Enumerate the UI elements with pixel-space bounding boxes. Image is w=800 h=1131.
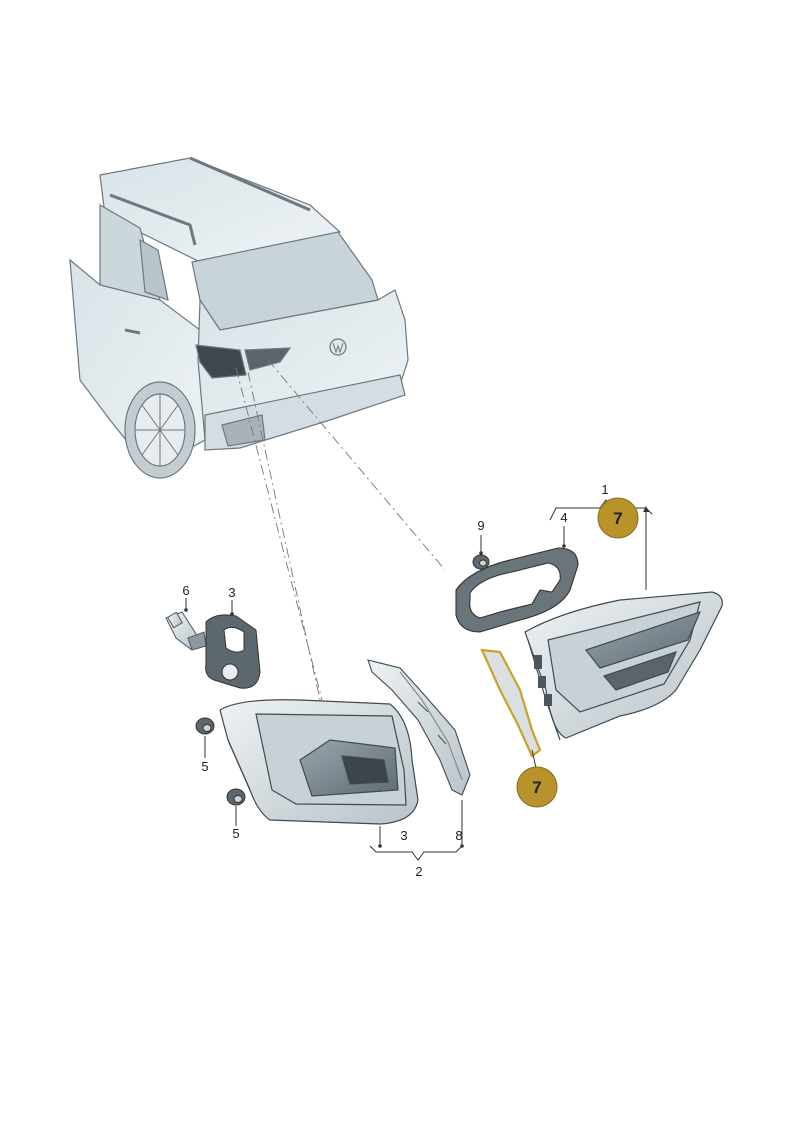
badge-7-top: 7 xyxy=(597,497,639,539)
gasket-small-part xyxy=(205,614,261,689)
label-5-upper: 5 xyxy=(201,759,208,774)
badge-7-top-text: 7 xyxy=(613,509,622,528)
label-2: 2 xyxy=(415,864,422,879)
leader-lines xyxy=(235,359,446,701)
bracket-part xyxy=(367,659,471,796)
highlighted-gasket-part xyxy=(480,648,542,758)
label-3-bottom: 3 xyxy=(400,828,407,843)
frame-gasket-part xyxy=(455,547,579,633)
badge-7-bottom-text: 7 xyxy=(532,778,541,797)
nut-lower-part xyxy=(226,788,246,806)
label-5-lower: 5 xyxy=(232,826,239,841)
label-4: 4 xyxy=(560,510,567,525)
label-6: 6 xyxy=(182,583,189,598)
nut-upper-part xyxy=(195,717,215,735)
label-8: 8 xyxy=(455,828,462,843)
nut-part-9 xyxy=(472,554,490,570)
inner-tail-light-part xyxy=(524,591,723,741)
badge-7-bottom: 7 xyxy=(516,766,558,808)
outer-tail-light-part xyxy=(219,699,419,825)
label-3-top: 3 xyxy=(228,585,235,600)
bulb-holder-part xyxy=(165,611,207,651)
label-1: 1 xyxy=(601,482,608,497)
vehicle-illustration xyxy=(69,156,409,479)
callout-lines xyxy=(185,499,653,861)
label-9: 9 xyxy=(477,518,484,533)
callout-dots xyxy=(184,506,649,848)
